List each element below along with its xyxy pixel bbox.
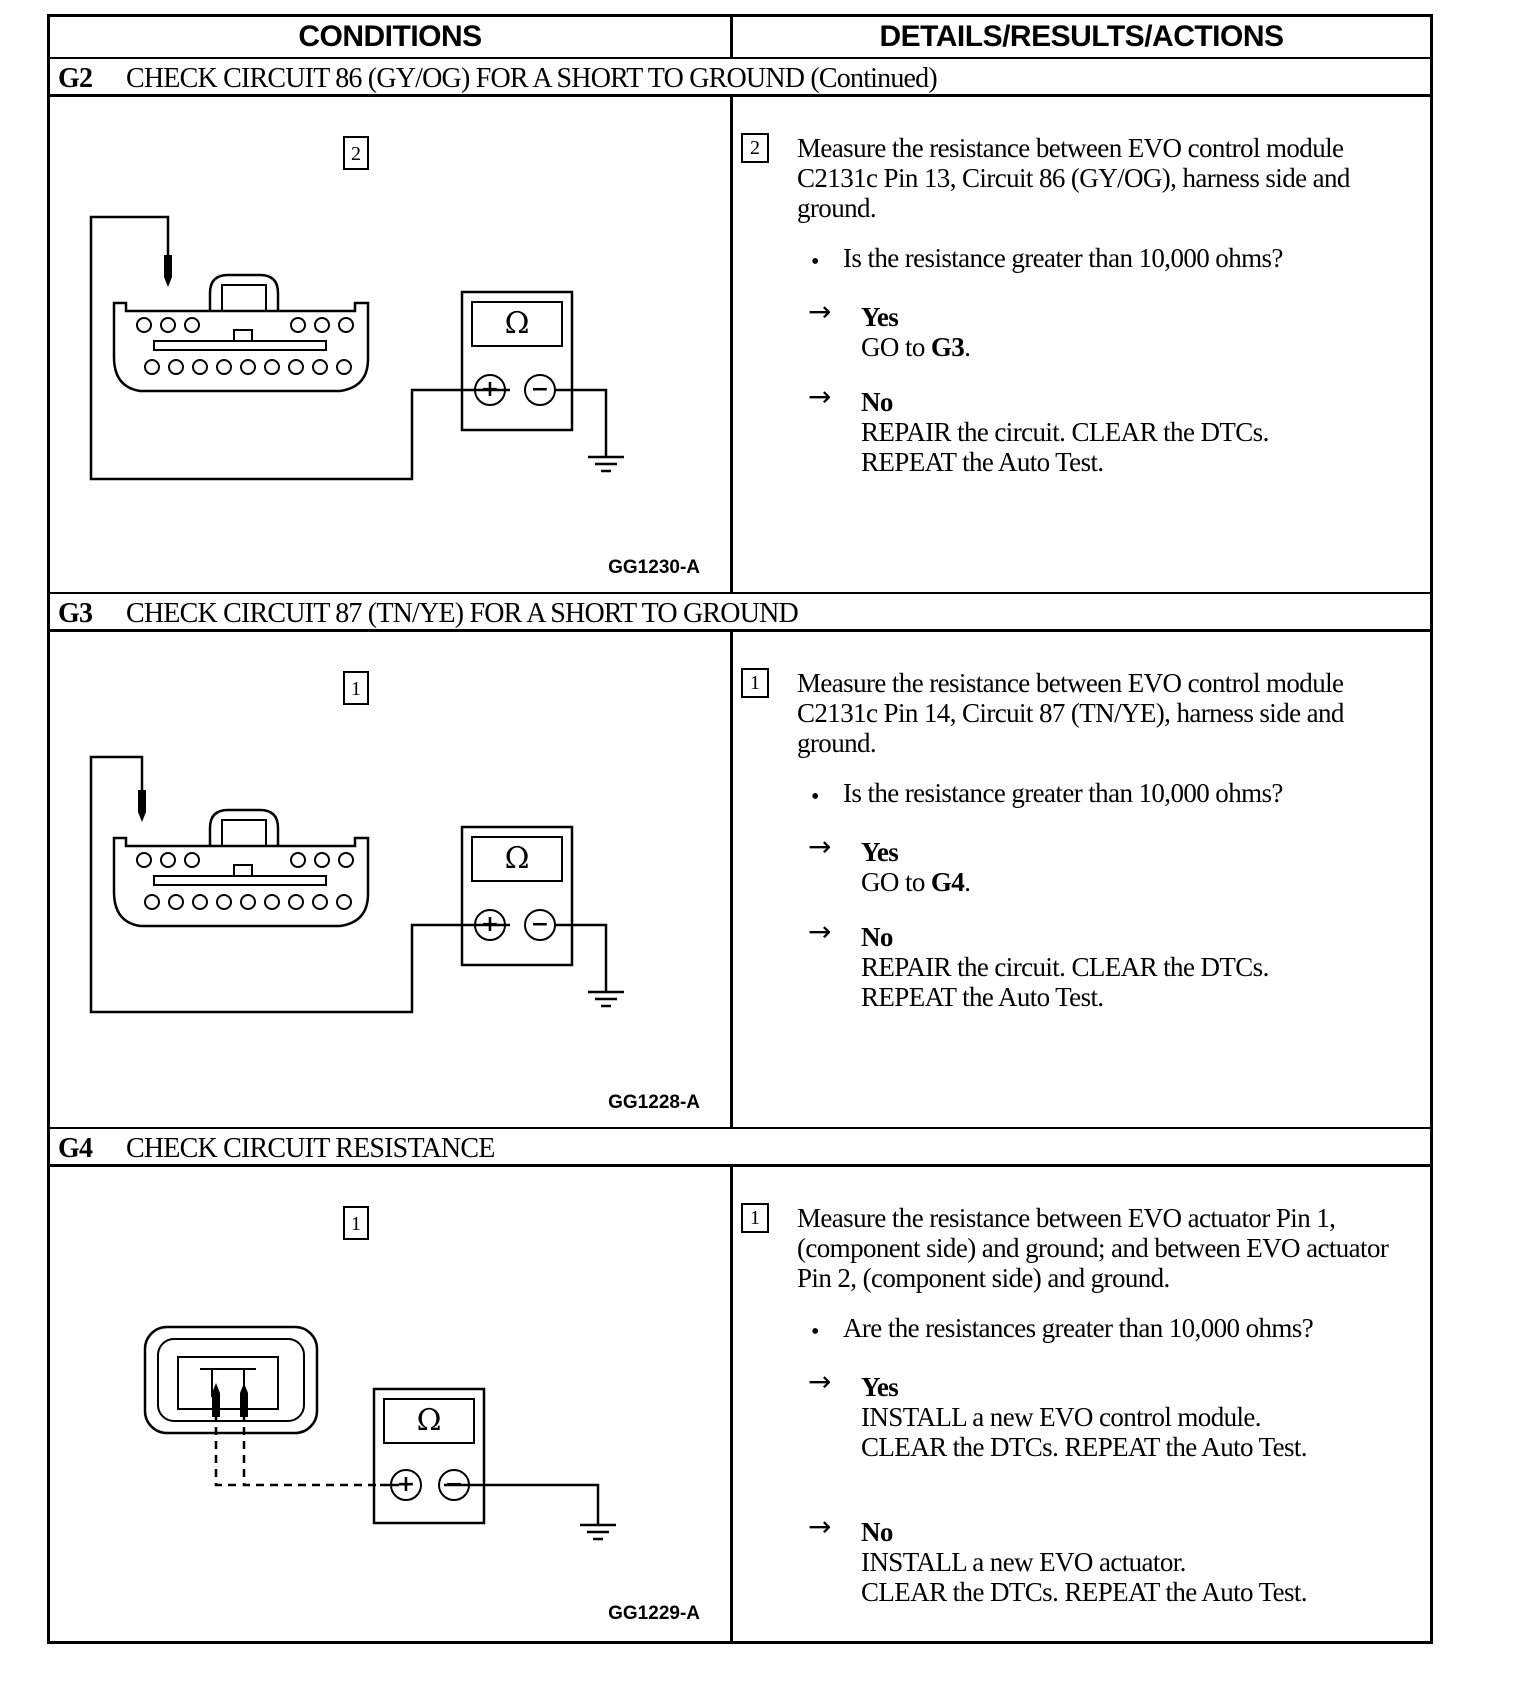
column-divider [730,17,733,57]
bullet-icon: • [811,784,819,810]
figure-number: 2 [351,143,361,165]
column-divider [730,97,733,592]
go-to-target: G4 [930,867,965,897]
conditions-header: CONDITIONS [298,20,482,53]
go-to-target: G3 [930,332,965,362]
no-label: No [861,922,893,952]
yes-label: Yes [861,837,899,867]
step-number: 1 [741,1203,769,1233]
minus-terminal-icon: − [444,1472,464,1497]
minus-terminal-icon: − [530,377,550,402]
ohm-symbol: Ω [504,841,530,876]
ohm-symbol: Ω [504,306,530,341]
no-action-line: REPEAT the Auto Test. [861,447,1104,477]
yes-action-line: CLEAR the DTCs. REPEAT the Auto Test. [861,1432,1308,1462]
step-number: 1 [741,668,769,698]
yes-action-line: INSTALL a new EVO control module. [861,1402,1262,1432]
yes-label: Yes [861,302,899,332]
yes-action: GO to [861,867,931,897]
question: Are the resistances greater than 10,000 … [843,1313,1314,1343]
measure-instruction: Measure the resistance between EVO actua… [797,1203,1389,1293]
figure-id: GG1228-A [608,1092,700,1113]
no-result: No REPAIR the circuit. CLEAR the DTCs. R… [861,387,1421,477]
no-action-line: INSTALL a new EVO actuator. [861,1547,1186,1577]
no-label: No [861,1517,893,1547]
connector-diagram-g2 [89,136,624,481]
arrow-icon: → [808,380,831,413]
no-label: No [861,387,893,417]
conditions-cell-g4: 1 Ω + − GG1229-A [50,1167,730,1644]
arrow-icon: → [808,1510,831,1543]
plus-terminal-icon: + [396,1472,416,1497]
no-action-line: REPAIR the circuit. CLEAR the DTCs. [861,417,1269,447]
yes-action: GO to [861,332,931,362]
column-divider [730,1167,733,1644]
actuator-diagram-g4 [143,1206,616,1541]
yes-result: Yes GO to G3. [861,302,1421,362]
arrow-icon: → [808,1365,831,1398]
no-action-line: REPEAT the Auto Test. [861,982,1104,1012]
yes-label: Yes [861,1372,899,1402]
yes-result: Yes INSTALL a new EVO control module. CL… [861,1372,1421,1462]
no-result: No INSTALL a new EVO actuator. CLEAR the… [861,1517,1421,1607]
yes-suffix: . [964,867,971,897]
arrow-icon: → [808,915,831,948]
step-title-text: CHECK CIRCUIT 87 (TN/YE) FOR A SHORT TO … [126,598,799,629]
plus-terminal-icon: + [480,377,500,402]
step-title-g3: G3 CHECK CIRCUIT 87 (TN/YE) FOR A SHORT T… [50,592,1430,632]
no-result: No REPAIR the circuit. CLEAR the DTCs. R… [861,922,1421,1012]
figure-number: 1 [351,1213,361,1235]
details-cell-g2: 2 Measure the resistance between EVO con… [733,97,1433,592]
figure-number: 1 [351,678,361,700]
minus-terminal-icon: − [530,912,550,937]
details-cell-g4: 1 Measure the resistance between EVO act… [733,1167,1433,1644]
ohm-symbol: Ω [416,1403,442,1438]
question: Is the resistance greater than 10,000 oh… [843,243,1283,273]
step-id: G2 [58,63,93,94]
column-divider [730,632,733,1127]
step-title-text: CHECK CIRCUIT 86 (GY/OG) FOR A SHORT TO … [126,63,938,94]
no-action-line: CLEAR the DTCs. REPEAT the Auto Test. [861,1577,1308,1607]
details-cell-g3: 1 Measure the resistance between EVO con… [733,632,1433,1127]
step-number: 2 [741,133,769,163]
step-title-text: CHECK CIRCUIT RESISTANCE [126,1133,495,1164]
table-header: CONDITIONS DETAILS/RESULTS/ACTIONS [50,17,1430,59]
measure-instruction: Measure the resistance between EVO contr… [797,668,1344,758]
arrow-icon: → [808,830,831,863]
step-id: G4 [58,1133,93,1164]
figure-id: GG1229-A [608,1603,700,1624]
details-header: DETAILS/RESULTS/ACTIONS [879,20,1284,53]
question: Is the resistance greater than 10,000 oh… [843,778,1283,808]
bullet-icon: • [811,249,819,275]
conditions-cell-g3: 1 Ω + − GG1228-A [50,632,730,1127]
yes-result: Yes GO to G4. [861,837,1421,897]
measure-instruction: Measure the resistance between EVO contr… [797,133,1350,223]
figure-id: GG1230-A [608,557,700,578]
step-id: G3 [58,598,93,629]
no-action-line: REPAIR the circuit. CLEAR the DTCs. [861,952,1269,982]
bullet-icon: • [811,1319,819,1345]
yes-suffix: . [964,332,971,362]
plus-terminal-icon: + [480,912,500,937]
step-title-g2: G2 CHECK CIRCUIT 86 (GY/OG) FOR A SHORT T… [50,57,1430,97]
step-title-g4: G4 CHECK CIRCUIT RESISTANCE [50,1127,1430,1167]
conditions-cell-g2: 2 Ω + − GG1230-A [50,97,730,592]
arrow-icon: → [808,295,831,328]
connector-diagram-g3 [89,671,624,1014]
